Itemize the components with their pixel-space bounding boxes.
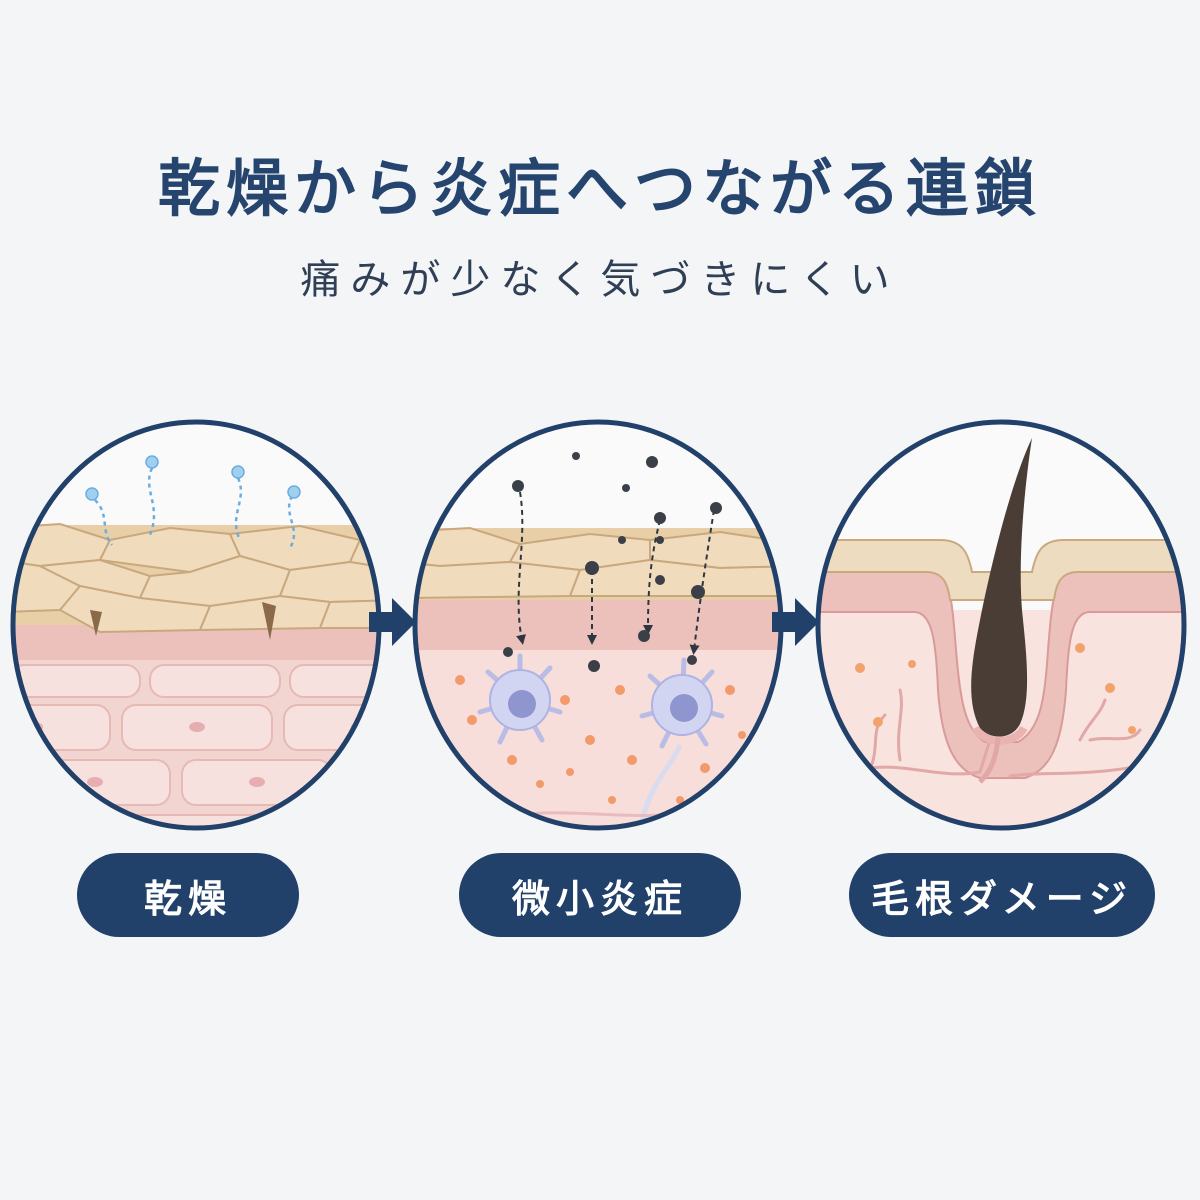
hair-root-damage-illustration: [815, 419, 1187, 831]
immune-cell-icon: [639, 657, 725, 749]
arrow-right-icon: [369, 598, 416, 646]
step-label-micro-inflammation: 微小炎症: [459, 853, 741, 937]
step-label-dryness: 乾燥: [77, 853, 299, 937]
hair-follicle-icon: [971, 438, 1032, 784]
particle-icon: [503, 452, 722, 672]
immune-cell-icon: [477, 653, 563, 745]
inflammation-dots: [451, 675, 746, 804]
page-subtitle: 痛みが少なく気づきにくい: [300, 257, 900, 303]
arrow-right-icon: [772, 598, 819, 646]
page-title: 乾燥から炎症へつながる連鎖: [157, 152, 1042, 225]
water-droplet-icon: [85, 455, 301, 501]
step-label-hair-root-damage: 毛根ダメージ: [849, 853, 1155, 937]
micro-inflammation-illustration: [412, 419, 784, 831]
